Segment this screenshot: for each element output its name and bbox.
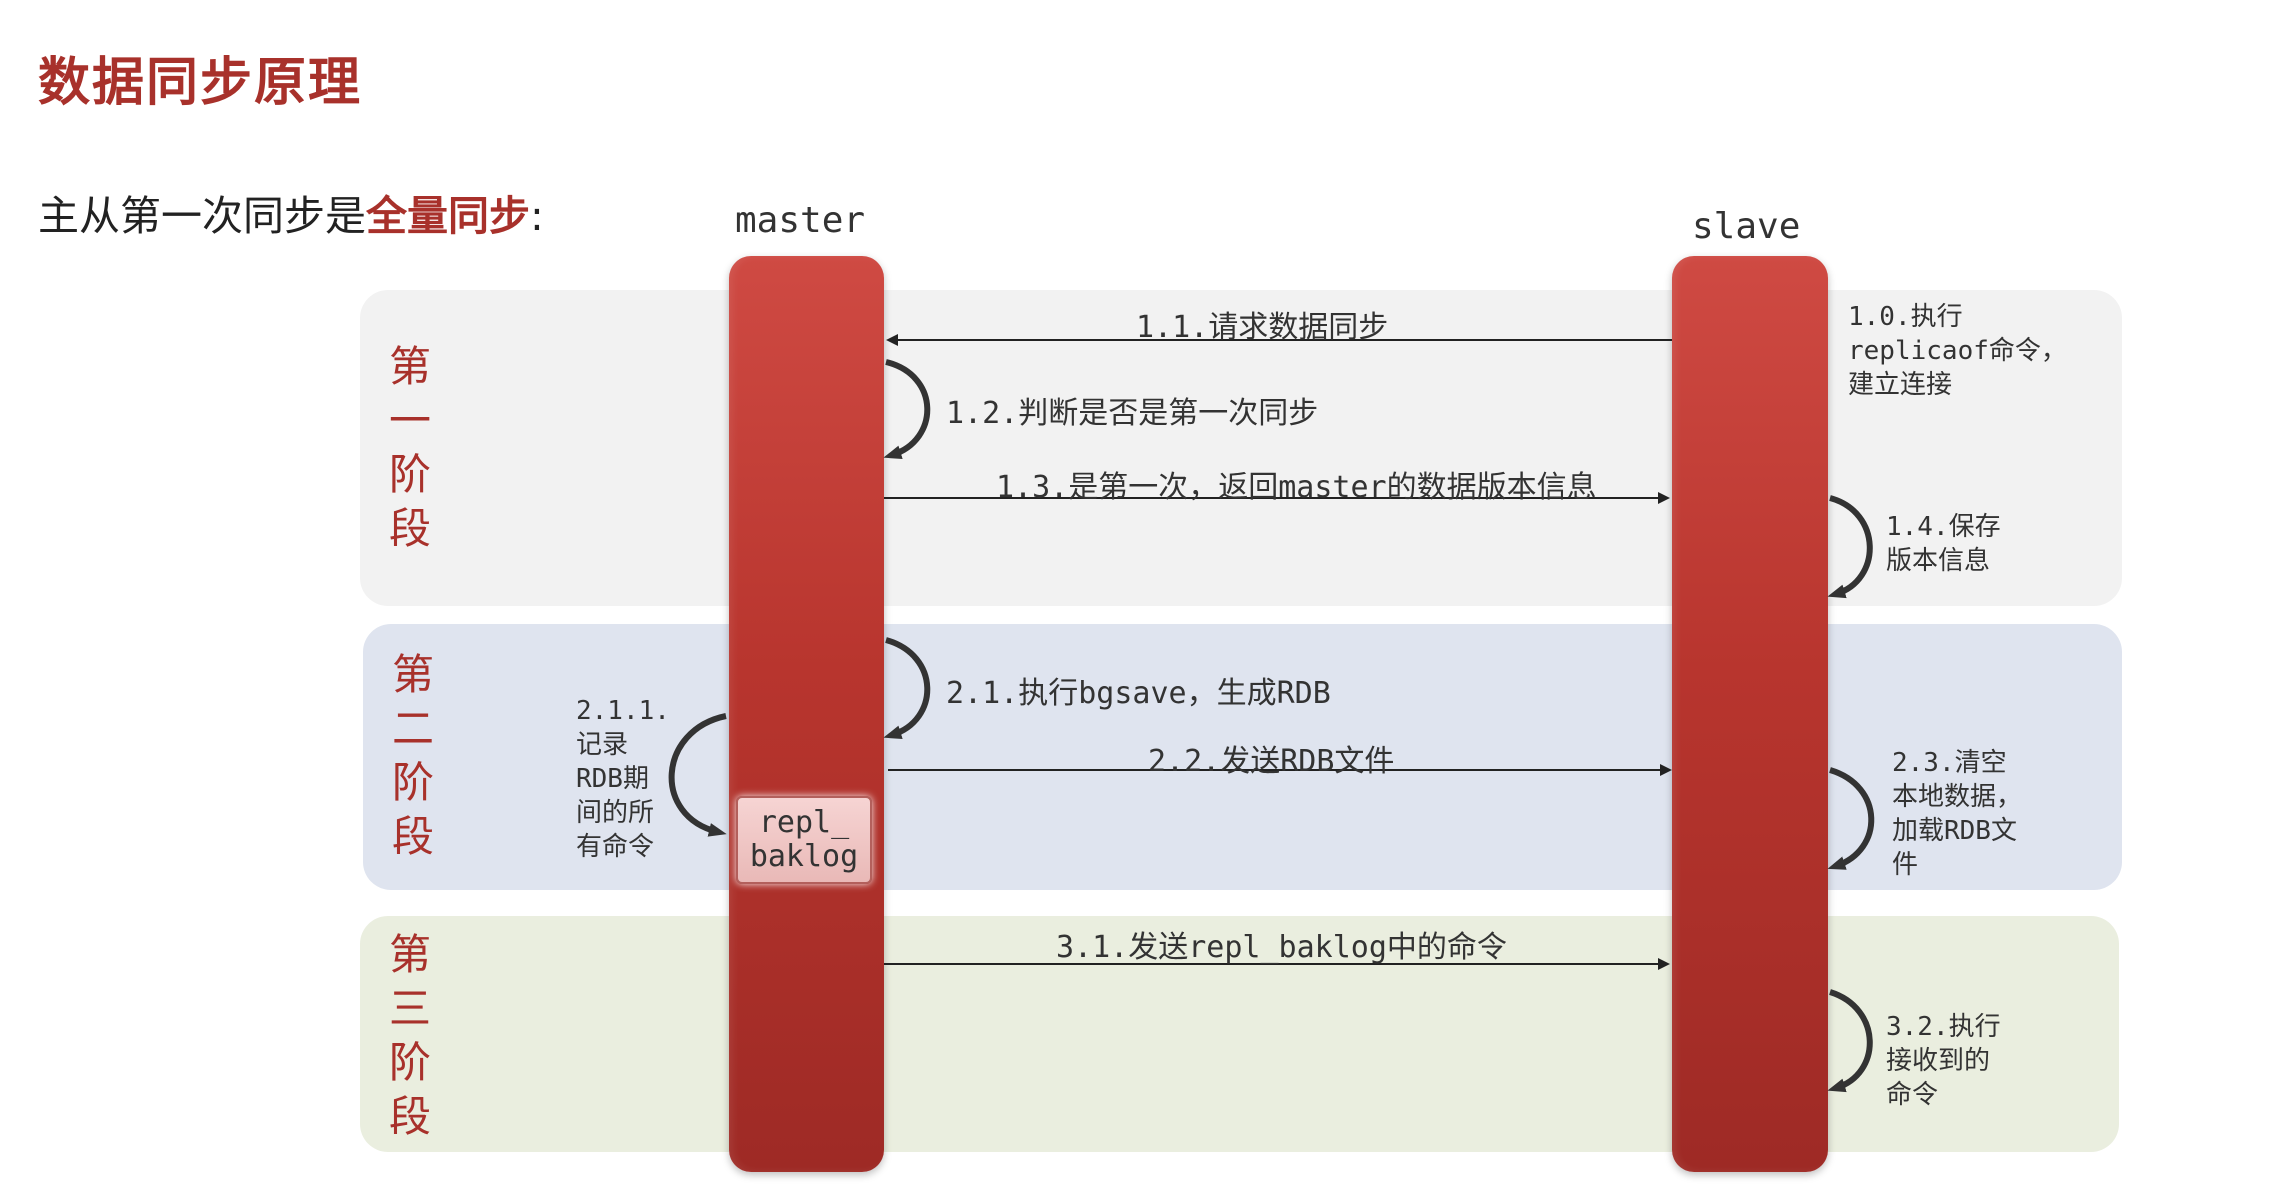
phase-3-char: 阶 [388,1038,431,1087]
note-line: 本地数据， [1892,782,2023,812]
msg-1-2: 1.2.判断是否是第一次同步 [946,396,1319,431]
page-title: 数据同步原理 [38,53,363,113]
phase-3-label: 第 三 阶 段 [380,928,440,1144]
note-line: 2.3.清空 [1892,748,2007,778]
note-line: 2.1.1. [576,696,670,726]
master-lifeline [729,256,884,1172]
subtitle-suffix: : [530,192,544,240]
repl-box-line: baklog [749,839,859,874]
note-line: 建立连接 [1848,370,1953,400]
msg-1-3: 1.3.是第一次，返回master的数据版本信息 [996,470,1597,505]
note-line: 3.2.执行 [1886,1012,2001,1042]
note-line: RDB期 [576,764,649,794]
phase-2-char: 段 [391,812,434,861]
note-line: 接收到的 [1886,1046,1991,1076]
loop-1-4 [1827,495,1873,599]
phase-2-char: 二 [391,704,434,753]
loop-2-1 [883,637,931,739]
phase-1-char: 段 [388,504,431,553]
note-line: 间的所 [576,798,655,828]
loop-2-3 [1827,767,1875,870]
phase-1-char: 第 [388,342,431,391]
msg-2-2: 2.2.发送RDB文件 [1148,744,1395,779]
phase-1-char: 一 [388,396,431,445]
note-2-1-1: 2.1.1. 记录 RDB期 间的所 有命令 [576,694,670,864]
phase-1-label: 第 一 阶 段 [380,340,440,556]
phase-1-panel [360,290,2122,606]
subtitle: 主从第一次同步是全量同步: [38,182,544,242]
loop-2-1-1 [668,713,727,837]
note-1-0: 1.0.执行 replicaof命令， 建立连接 [1848,300,2067,402]
phase-2-char: 第 [391,650,434,699]
phase-3-char: 第 [388,930,431,979]
msg-2-1: 2.1.执行bgsave，生成RDB [946,676,1331,711]
phase-2-label: 第 二 阶 段 [383,648,443,864]
loop-3-2 [1827,989,1873,1093]
slave-header: slave [1692,206,1801,247]
note-line: 件 [1892,850,1919,880]
note-line: 命令 [1886,1080,1939,1110]
phase-1-char: 阶 [388,450,431,499]
loop-1-2 [883,359,931,459]
msg-3-1: 3.1.发送repl_baklog中的命令 [1056,930,1507,965]
note-line: 有命令 [576,832,655,862]
note-2-3: 2.3.清空 本地数据， 加载RDB文 件 [1892,746,2022,882]
note-line: replicaof命令， [1848,336,2067,366]
phase-3-char: 三 [388,984,431,1033]
note-3-2: 3.2.执行 接收到的 命令 [1886,1010,2001,1112]
note-1-4: 1.4.保存 版本信息 [1886,510,2001,578]
note-line: 加载RDB文 [1892,816,2017,846]
note-line: 1.0.执行 [1848,302,1963,332]
phase-2-char: 阶 [391,758,434,807]
phase-2-panel [363,624,2122,890]
msg-1-1: 1.1.请求数据同步 [1136,310,1389,345]
repl-box-line: repl_ [758,805,850,840]
subtitle-prefix: 主从第一次同步是 [38,192,366,240]
slave-lifeline [1672,256,1828,1172]
master-header: master [735,200,866,241]
repl-baklog-box: repl_ baklog [736,796,872,884]
note-line: 1.4.保存 [1886,512,2001,542]
subtitle-highlight: 全量同步 [366,192,530,240]
phase-3-char: 段 [388,1092,431,1141]
note-line: 记录 [576,730,629,760]
note-line: 版本信息 [1886,546,1991,576]
